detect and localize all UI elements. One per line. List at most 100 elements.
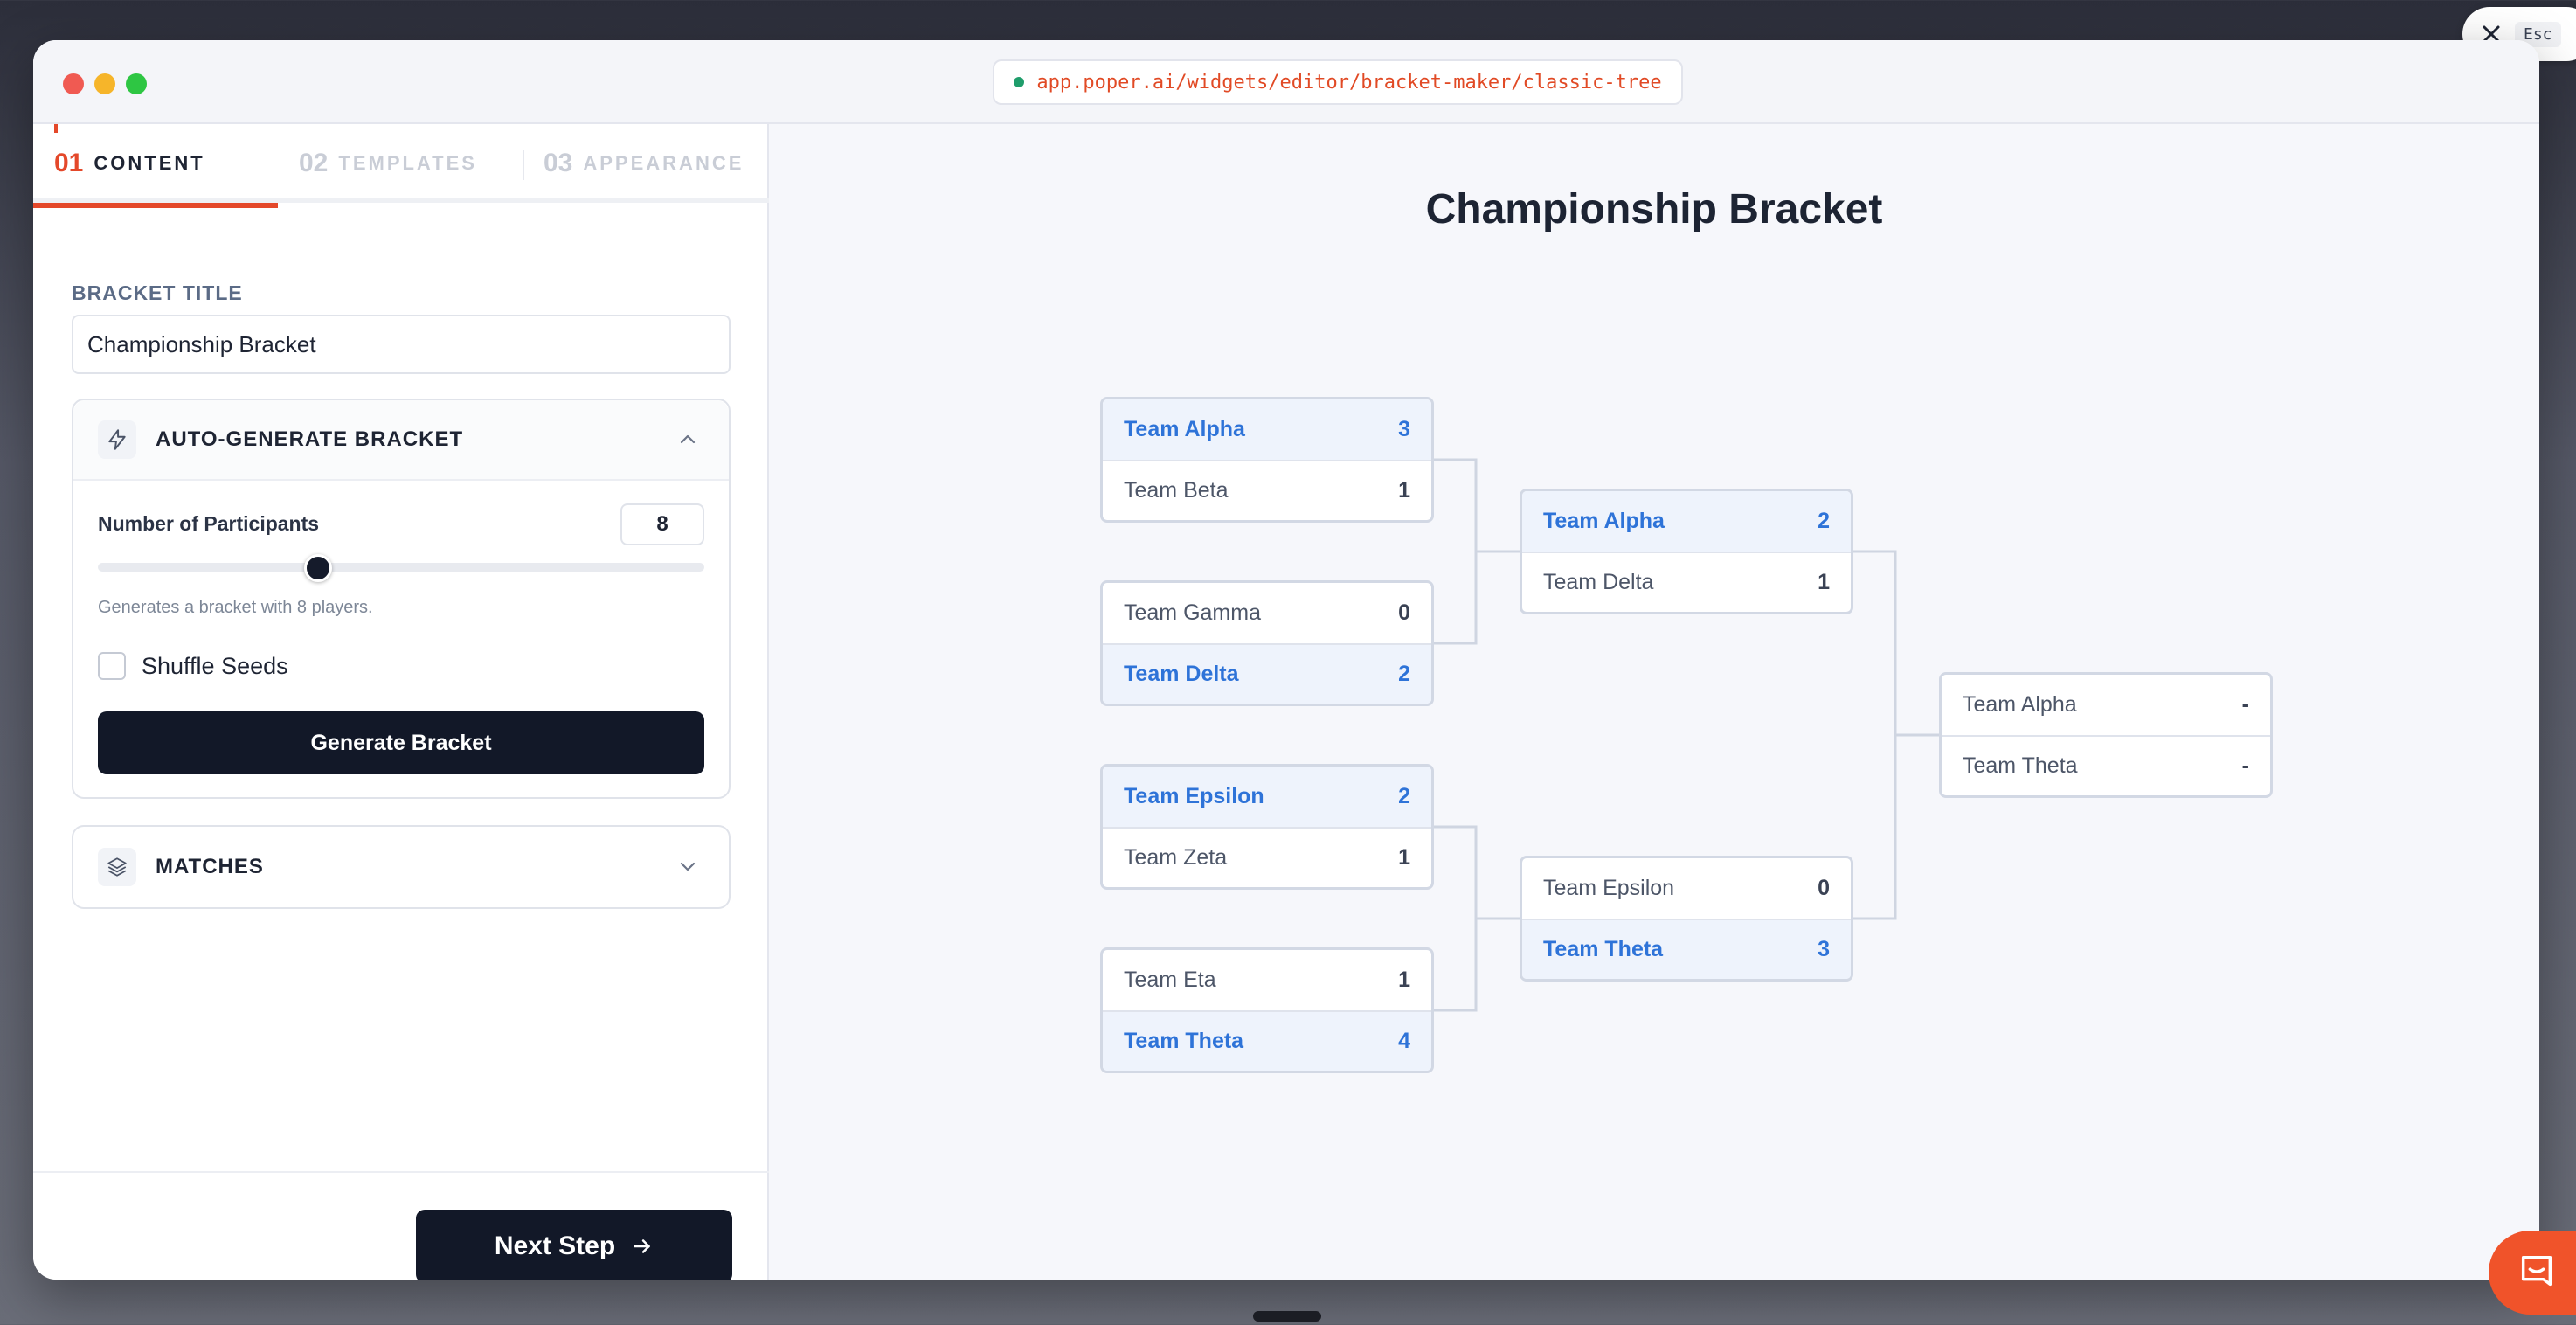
team-name: Team Theta: [1963, 753, 2078, 778]
bracket-title-input[interactable]: [72, 315, 731, 374]
chat-launcher-button[interactable]: [2489, 1231, 2576, 1315]
team-score: 1: [1398, 845, 1410, 870]
next-step-label: Next Step: [494, 1231, 616, 1260]
team-name: Team Eta: [1124, 968, 1216, 992]
url-text: app.poper.ai/widgets/editor/bracket-make…: [1036, 71, 1662, 94]
next-step-button[interactable]: Next Step: [416, 1210, 732, 1280]
matches-header[interactable]: MATCHES: [73, 827, 729, 907]
tab-label: CONTENT: [93, 152, 205, 174]
bracket-match: Team Alpha - Team Theta -: [1939, 672, 2273, 798]
tab-number: 02: [299, 149, 329, 177]
team-name: Team Zeta: [1124, 845, 1228, 870]
team-name: Team Delta: [1543, 570, 1654, 594]
tab-content[interactable]: 01 CONTENT: [33, 124, 278, 208]
bracket-team-row: Team Alpha -: [1942, 675, 2270, 735]
participants-input[interactable]: [620, 503, 704, 545]
bracket-team-row: Team Theta 3: [1522, 919, 1851, 979]
team-name: Team Alpha: [1124, 417, 1245, 441]
step-tabs: 01 CONTENT 02 TEMPLATES 03 APPEARANCE: [33, 124, 769, 208]
home-indicator: [1253, 1311, 1321, 1322]
team-name: Team Theta: [1124, 1029, 1244, 1053]
bracket-title-label: BRACKET TITLE: [72, 281, 243, 304]
window-titlebar: app.poper.ai/widgets/editor/bracket-make…: [33, 40, 2539, 124]
participants-label: Number of Participants: [98, 512, 320, 535]
tab-number: 03: [544, 149, 573, 177]
matches-title: MATCHES: [156, 855, 264, 878]
team-score: 4: [1398, 1029, 1410, 1053]
participants-slider-track[interactable]: [98, 563, 704, 572]
team-name: Team Epsilon: [1543, 876, 1675, 900]
bracket-team-row: Team Eta 1: [1103, 950, 1431, 1010]
team-score: 1: [1398, 968, 1410, 992]
bracket-team-row: Team Theta -: [1942, 735, 2270, 795]
window-close-dot[interactable]: [63, 73, 84, 94]
step-marker: [54, 124, 58, 133]
bracket-connector: [1853, 550, 1939, 920]
bracket-team-row: Team Epsilon 0: [1522, 858, 1851, 919]
bracket-team-row: Team Theta 4: [1103, 1010, 1431, 1071]
shuffle-seeds-option[interactable]: Shuffle Seeds: [98, 652, 288, 680]
team-score: 0: [1818, 876, 1830, 900]
tab-appearance[interactable]: 03 APPEARANCE: [523, 124, 767, 203]
bracket-team-row: Team Gamma 0: [1103, 583, 1431, 643]
team-name: Team Alpha: [1543, 509, 1665, 533]
auto-generate-title: AUTO-GENERATE BRACKET: [156, 427, 464, 451]
team-score: 2: [1818, 509, 1830, 533]
shuffle-seeds-checkbox[interactable]: [98, 652, 126, 680]
bracket-team-row: Team Alpha 3: [1103, 399, 1431, 460]
team-score: -: [2241, 692, 2249, 717]
participants-hint: Generates a bracket with 8 players.: [98, 598, 373, 617]
team-name: Team Alpha: [1963, 692, 2077, 717]
participants-slider-thumb[interactable]: [304, 554, 332, 582]
url-bar: app.poper.ai/widgets/editor/bracket-make…: [993, 59, 1683, 105]
bracket-team-row: Team Alpha 2: [1522, 491, 1851, 552]
chat-icon: [2521, 1256, 2552, 1287]
team-name: Team Theta: [1543, 937, 1664, 961]
tab-templates[interactable]: 02 TEMPLATES: [278, 124, 523, 203]
team-name: Team Epsilon: [1124, 784, 1264, 808]
lightning-icon: [98, 420, 136, 459]
tab-number: 01: [54, 149, 84, 177]
bracket-connector: [1434, 458, 1520, 645]
generate-bracket-button[interactable]: Generate Bracket: [98, 711, 704, 774]
matches-panel[interactable]: MATCHES: [72, 825, 731, 909]
sidebar-footer: Next Step: [33, 1171, 769, 1280]
team-score: 0: [1398, 600, 1410, 625]
editor-sidebar: 01 CONTENT 02 TEMPLATES 03 APPEARANCE BR…: [33, 124, 769, 1280]
auto-generate-header[interactable]: AUTO-GENERATE BRACKET: [73, 400, 729, 481]
bracket-preview-title: Championship Bracket: [1425, 186, 1883, 232]
team-score: 3: [1818, 937, 1830, 961]
bracket-team-row: Team Epsilon 2: [1103, 767, 1431, 827]
shuffle-seeds-label: Shuffle Seeds: [142, 652, 288, 679]
bracket-connectors: [1434, 458, 1939, 1012]
team-name: Team Gamma: [1124, 600, 1261, 625]
team-score: 2: [1398, 784, 1410, 808]
chevron-down-icon: [680, 862, 696, 871]
team-score: -: [2241, 753, 2249, 778]
arrow-right-icon: [634, 1239, 651, 1253]
bracket-connector: [1434, 825, 1520, 1012]
bracket-team-row: Team Zeta 1: [1103, 827, 1431, 887]
bracket-team-row: Team Delta 1: [1522, 552, 1851, 612]
team-score: 1: [1818, 570, 1830, 594]
window-maximize-dot[interactable]: [126, 73, 147, 94]
bracket-team-row: Team Beta 1: [1103, 460, 1431, 520]
window-minimize-dot[interactable]: [94, 73, 115, 94]
auto-generate-panel: AUTO-GENERATE BRACKET Number of Particip…: [72, 399, 731, 799]
chevron-up-icon: [680, 434, 696, 444]
close-icon: [2483, 25, 2500, 43]
tab-label: TEMPLATES: [338, 152, 477, 174]
team-score: 3: [1398, 417, 1410, 441]
team-name: Team Beta: [1124, 478, 1229, 503]
secure-indicator-icon: [1014, 77, 1025, 87]
team-score: 2: [1398, 662, 1410, 686]
team-score: 1: [1398, 478, 1410, 503]
